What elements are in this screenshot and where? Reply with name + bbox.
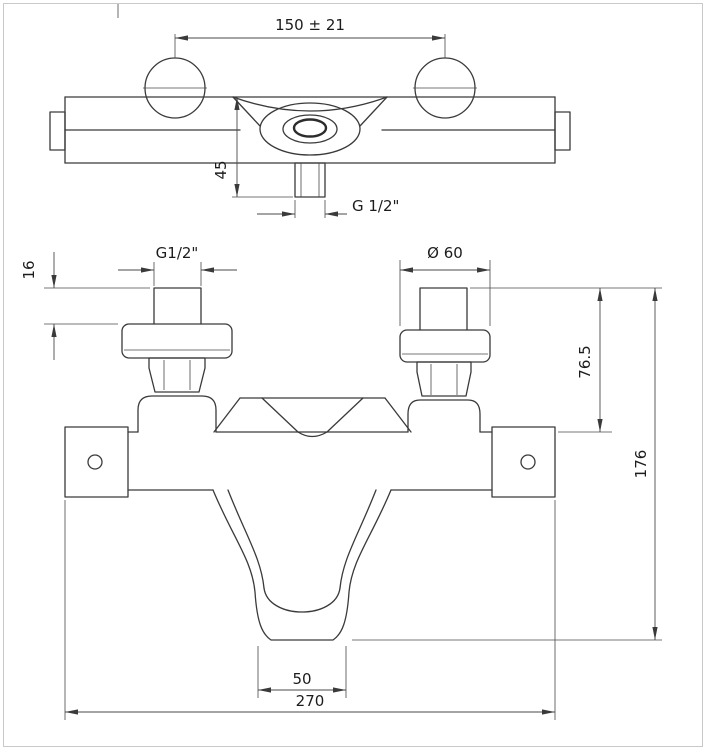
left-boss [137,395,217,433]
dim-center-distance: 150 ± 21 [174,16,446,58]
right-escutcheon [399,329,491,363]
screw-hole-right [520,454,536,470]
dim-outlet-thread-label: G 1/2" [352,197,399,215]
spout-outline [212,489,392,641]
spout-channel [263,587,341,613]
dim-center-distance-label: 150 ± 21 [275,16,345,34]
dim-spout-width: 50 [257,646,347,698]
dim-cap-height: 16 [20,252,150,360]
dim-top-to-body-label: 76.5 [576,345,594,378]
left-knob-stem [153,287,202,325]
dim-outlet-drop-label: 45 [212,160,230,179]
dim-overall-width: 270 [64,500,556,720]
top-view [49,57,571,198]
wall-plate-left [64,426,129,498]
left-escutcheon [121,323,233,359]
drawing-frame [3,3,703,747]
right-hex-nut [416,361,472,397]
front-view [64,287,556,641]
dim-inlet-thread: G1/2" [118,244,237,286]
dim-overall-height: 176 [352,288,662,641]
dim-outlet-drop: 45 [212,97,293,198]
dim-top-to-body: 76.5 [470,287,662,433]
dim-overall-height-label: 176 [632,450,650,479]
wall-plate-right [491,426,556,498]
spout-rim-inner [282,114,338,144]
right-knob-stem [419,287,468,331]
screw-hole-left [87,454,103,470]
dim-spout-width-label: 50 [292,670,311,688]
dim-escutcheon-diameter-label: Ø 60 [427,244,463,262]
outlet-pipe [294,162,326,198]
dim-escutcheon-diameter: Ø 60 [399,244,491,326]
dim-outlet-thread: G 1/2" [257,197,399,218]
dim-inlet-thread-label: G1/2" [156,244,199,262]
left-hex-nut [148,357,206,393]
wall-stub-right [554,111,571,151]
wall-stub-left [49,111,66,151]
dim-overall-width-label: 270 [296,692,325,710]
dim-cap-height-label: 16 [20,260,38,279]
aerator-opening [292,118,328,138]
spout-rim-outer [259,102,361,156]
right-boss [407,399,481,433]
